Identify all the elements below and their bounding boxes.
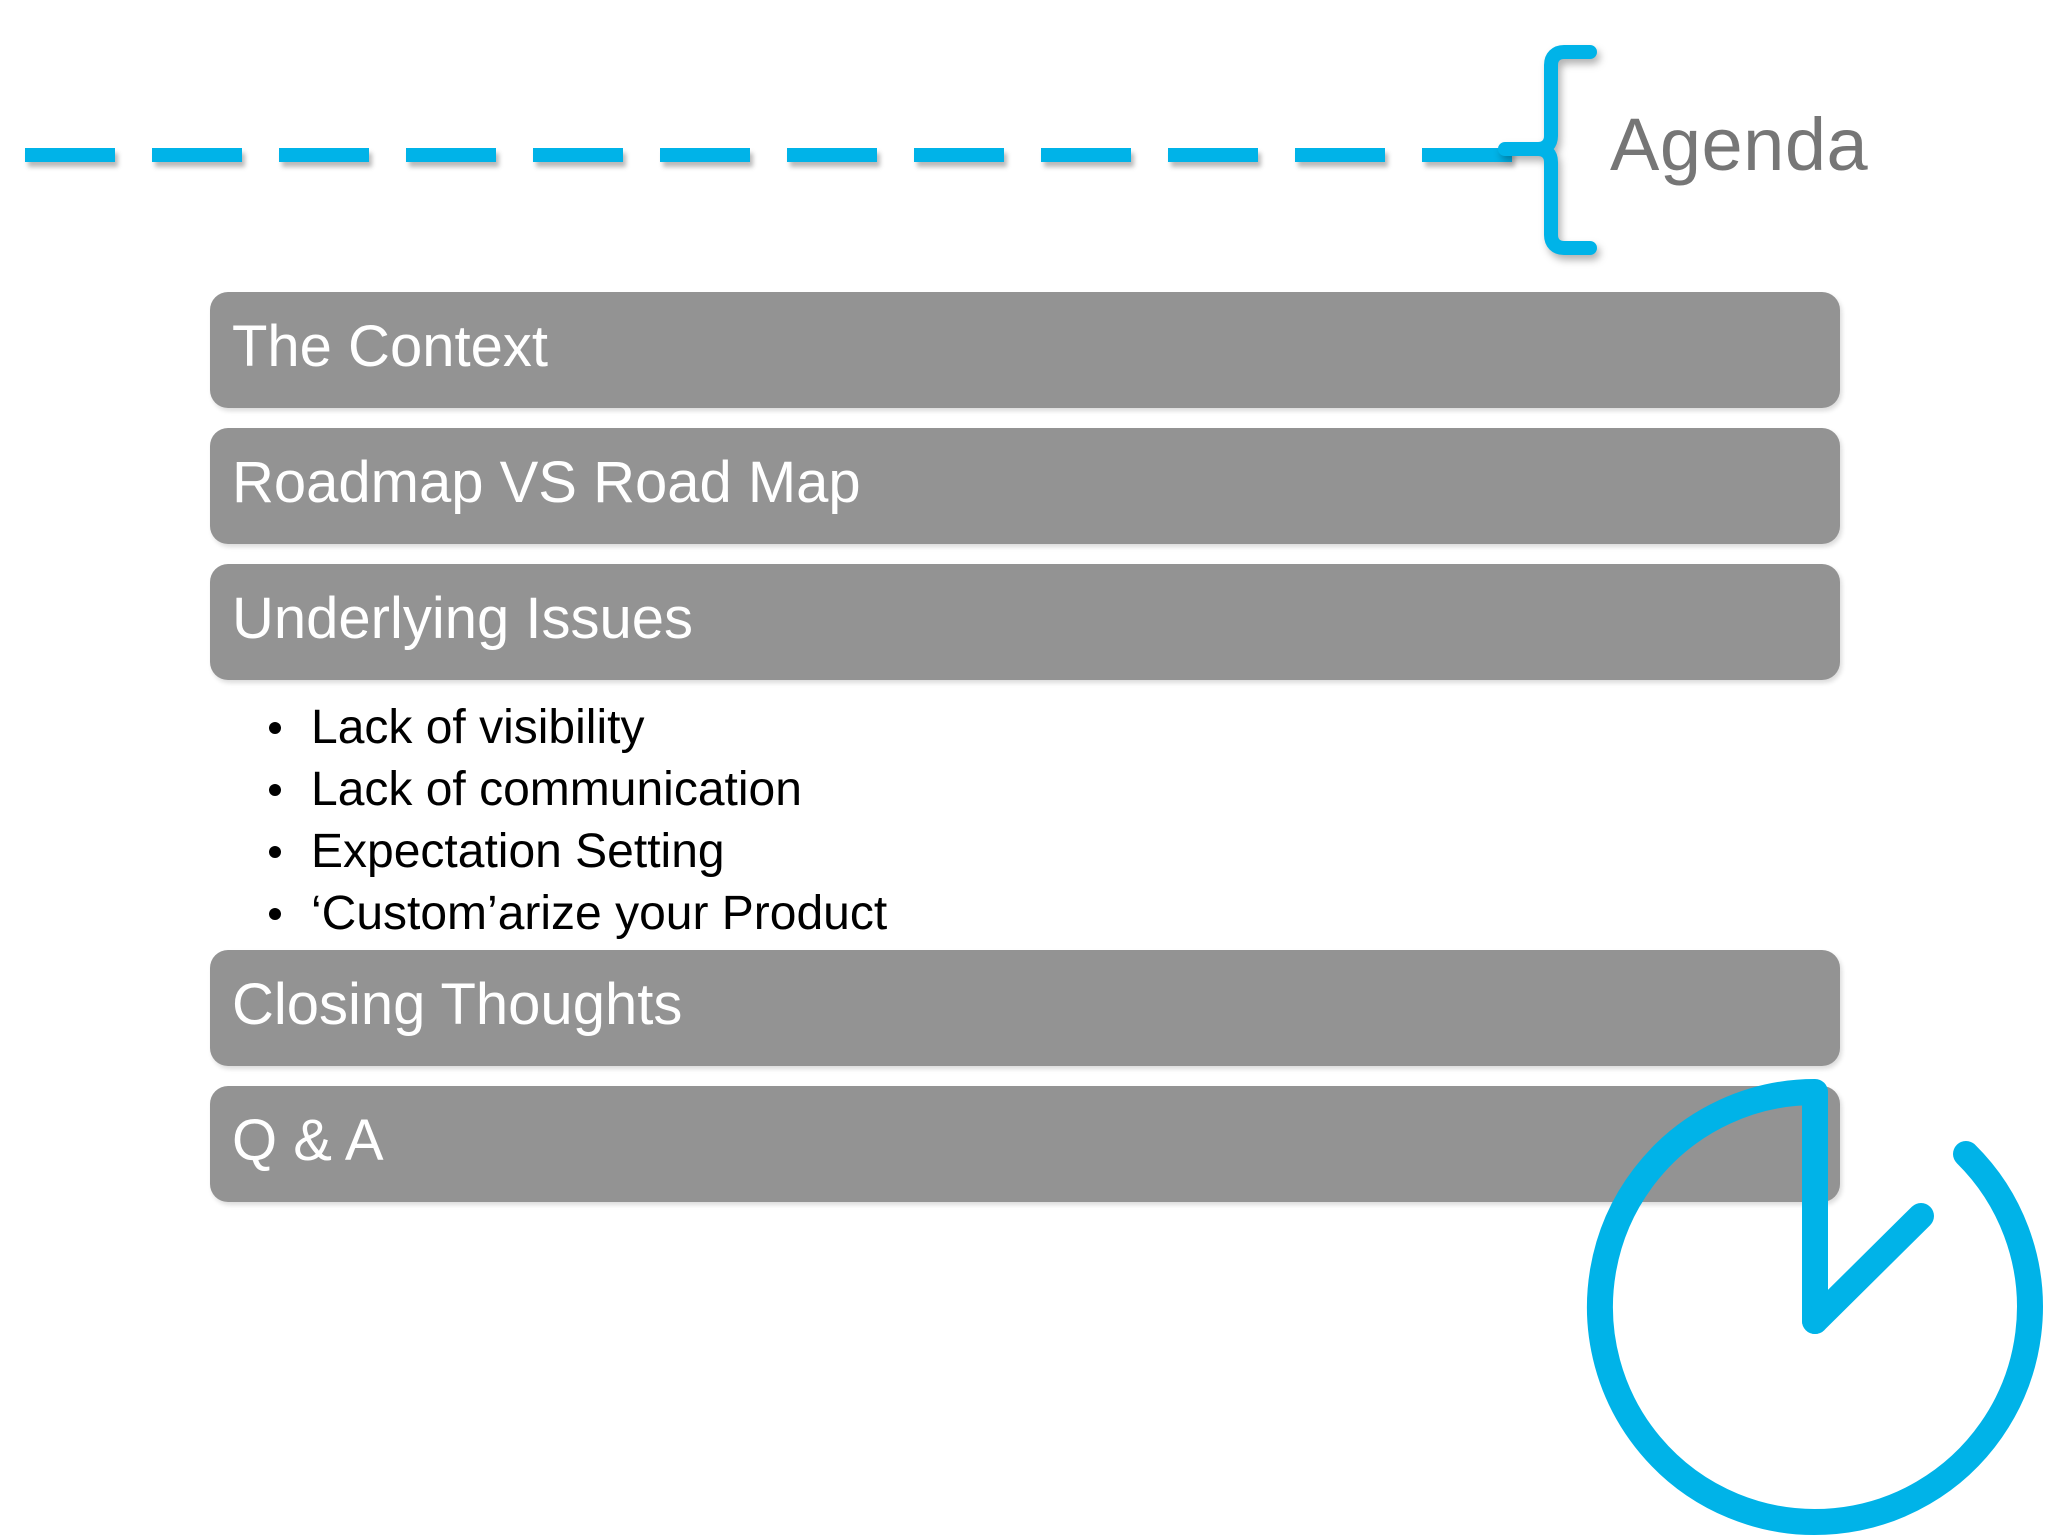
dash-segment	[787, 148, 877, 162]
clock-icon	[1580, 1072, 2048, 1536]
list-item-label: Expectation Setting	[311, 825, 725, 878]
agenda-bar[interactable]: Q & A	[210, 1086, 1840, 1202]
page-title: Agenda	[1610, 103, 1869, 186]
list-item: Lack of communication	[265, 766, 1840, 814]
dash-segment	[406, 148, 496, 162]
dashed-line-decoration	[25, 148, 1512, 162]
curly-brace-icon	[1498, 30, 1608, 270]
dash-segment	[1295, 148, 1385, 162]
bullet-dot-icon	[269, 908, 281, 920]
agenda-bar-label: Underlying Issues	[232, 586, 693, 651]
agenda-bar[interactable]: Underlying Issues	[210, 564, 1840, 680]
bullet-dot-icon	[269, 846, 281, 858]
list-item: ‘Custom’arize your Product	[265, 890, 1840, 938]
list-item-label: ‘Custom’arize your Product	[311, 887, 888, 940]
agenda-bar-label: The Context	[232, 314, 548, 379]
dash-segment	[279, 148, 369, 162]
list-item-label: Lack of visibility	[311, 701, 645, 754]
dash-segment	[914, 148, 1004, 162]
dash-segment	[152, 148, 242, 162]
dash-segment	[25, 148, 115, 162]
dash-segment	[533, 148, 623, 162]
list-item-label: Lack of communication	[311, 763, 802, 816]
list-item: Lack of visibility	[265, 704, 1840, 752]
dash-segment	[1041, 148, 1131, 162]
agenda-bar[interactable]: Closing Thoughts	[210, 950, 1840, 1066]
agenda-bar[interactable]: Roadmap VS Road Map	[210, 428, 1840, 544]
bullet-dot-icon	[269, 722, 281, 734]
dash-segment	[660, 148, 750, 162]
agenda-bar-label: Closing Thoughts	[232, 972, 683, 1037]
bullet-dot-icon	[269, 784, 281, 796]
dash-segment	[1168, 148, 1258, 162]
agenda-bar-label: Q & A	[232, 1108, 384, 1173]
list-item: Expectation Setting	[265, 828, 1840, 876]
agenda-bar[interactable]: The Context	[210, 292, 1840, 408]
agenda-bar-label: Roadmap VS Road Map	[232, 450, 861, 515]
